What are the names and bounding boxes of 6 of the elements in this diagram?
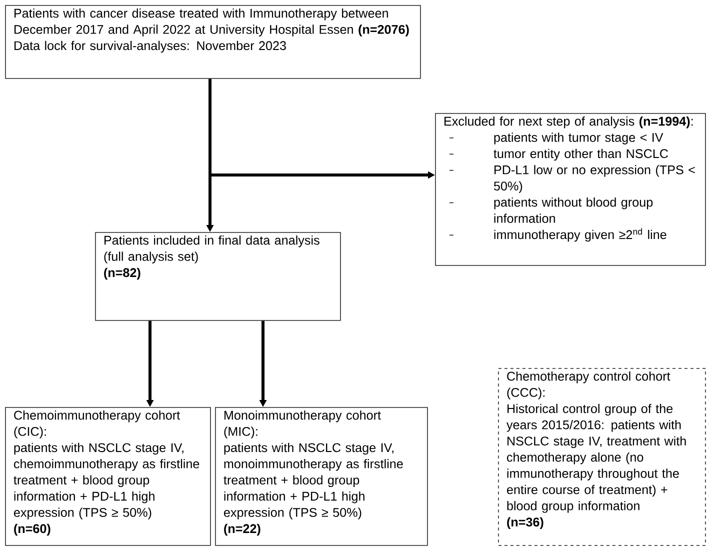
cohort-box: Monoimmunotherapy cohort (MIC): patients with NSCLC stage IV, monoimmunotherapy as firstline treatment + blood group information + PD-L1 high expression (TPS ≥ 50%) (n=22)	[215, 407, 428, 546]
flowchart-box: Patients included in final data analysis (full analysis set) (n=82)	[95, 232, 341, 321]
exclusion-box: Excluded for next step of analysis (n=1994): patients with tumor stage < IV tumor entity other than NSCLC PD-L1 low or no expression (TPS < 50%) patients without blood group information immunotherapy given ≥2$^{nd}$ line	[435, 113, 706, 266]
cohort-box: Chemoimmunotherapy cohort (CIC): patients with NSCLC stage IV, chemoimmunotherapy as firstline treatment + blood group information + PD-L1 high expression (TPS ≥ 50%) (n=60)	[5, 407, 211, 546]
flowchart-box: Patients with cancer disease treated with Immunotherapy between December 2017 and April 2022 at University Hospital Essen (n=2076) Data lock for survival-analyses: November 2023	[5, 5, 421, 79]
cohort-box: Chemotherapy control cohort (CCC): Historical control group of the years 2015/2016: patients with NSCLC stage IV, treatment with chemotherapy alone (no immunotherapy throughout the entire course of treatment) + blood group information (n=36)	[498, 368, 706, 546]
